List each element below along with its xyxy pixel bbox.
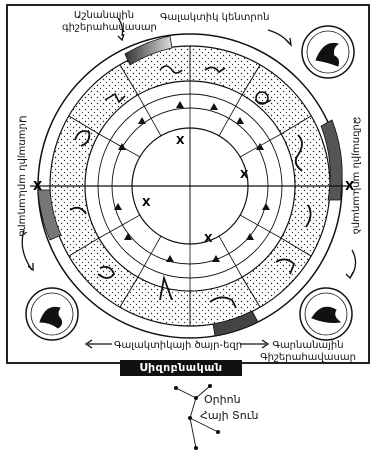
x-mark-left: X bbox=[142, 196, 151, 209]
x-mark-top: X bbox=[176, 134, 185, 147]
x-mark-right: X bbox=[240, 168, 249, 181]
orion-label: Օրիոն bbox=[204, 394, 241, 406]
x-mark-axis-right: X bbox=[345, 179, 355, 193]
x-mark-bottom: X bbox=[204, 232, 213, 245]
galaxy-edge-label: Գալակտիկայի ծայր-եզր bbox=[114, 340, 242, 352]
medallion-bottom-right bbox=[300, 288, 352, 340]
medallion-bottom-left bbox=[26, 288, 78, 340]
spring-equinox-label: Գարնանային Գիշերահավասար bbox=[246, 340, 370, 364]
medallion-top-right bbox=[302, 26, 354, 78]
orion-sublabel: Հայի Տուն bbox=[200, 410, 259, 422]
x-mark-axis-left: X bbox=[33, 179, 43, 193]
bottom-banner: Սիզոբնական bbox=[120, 360, 242, 376]
